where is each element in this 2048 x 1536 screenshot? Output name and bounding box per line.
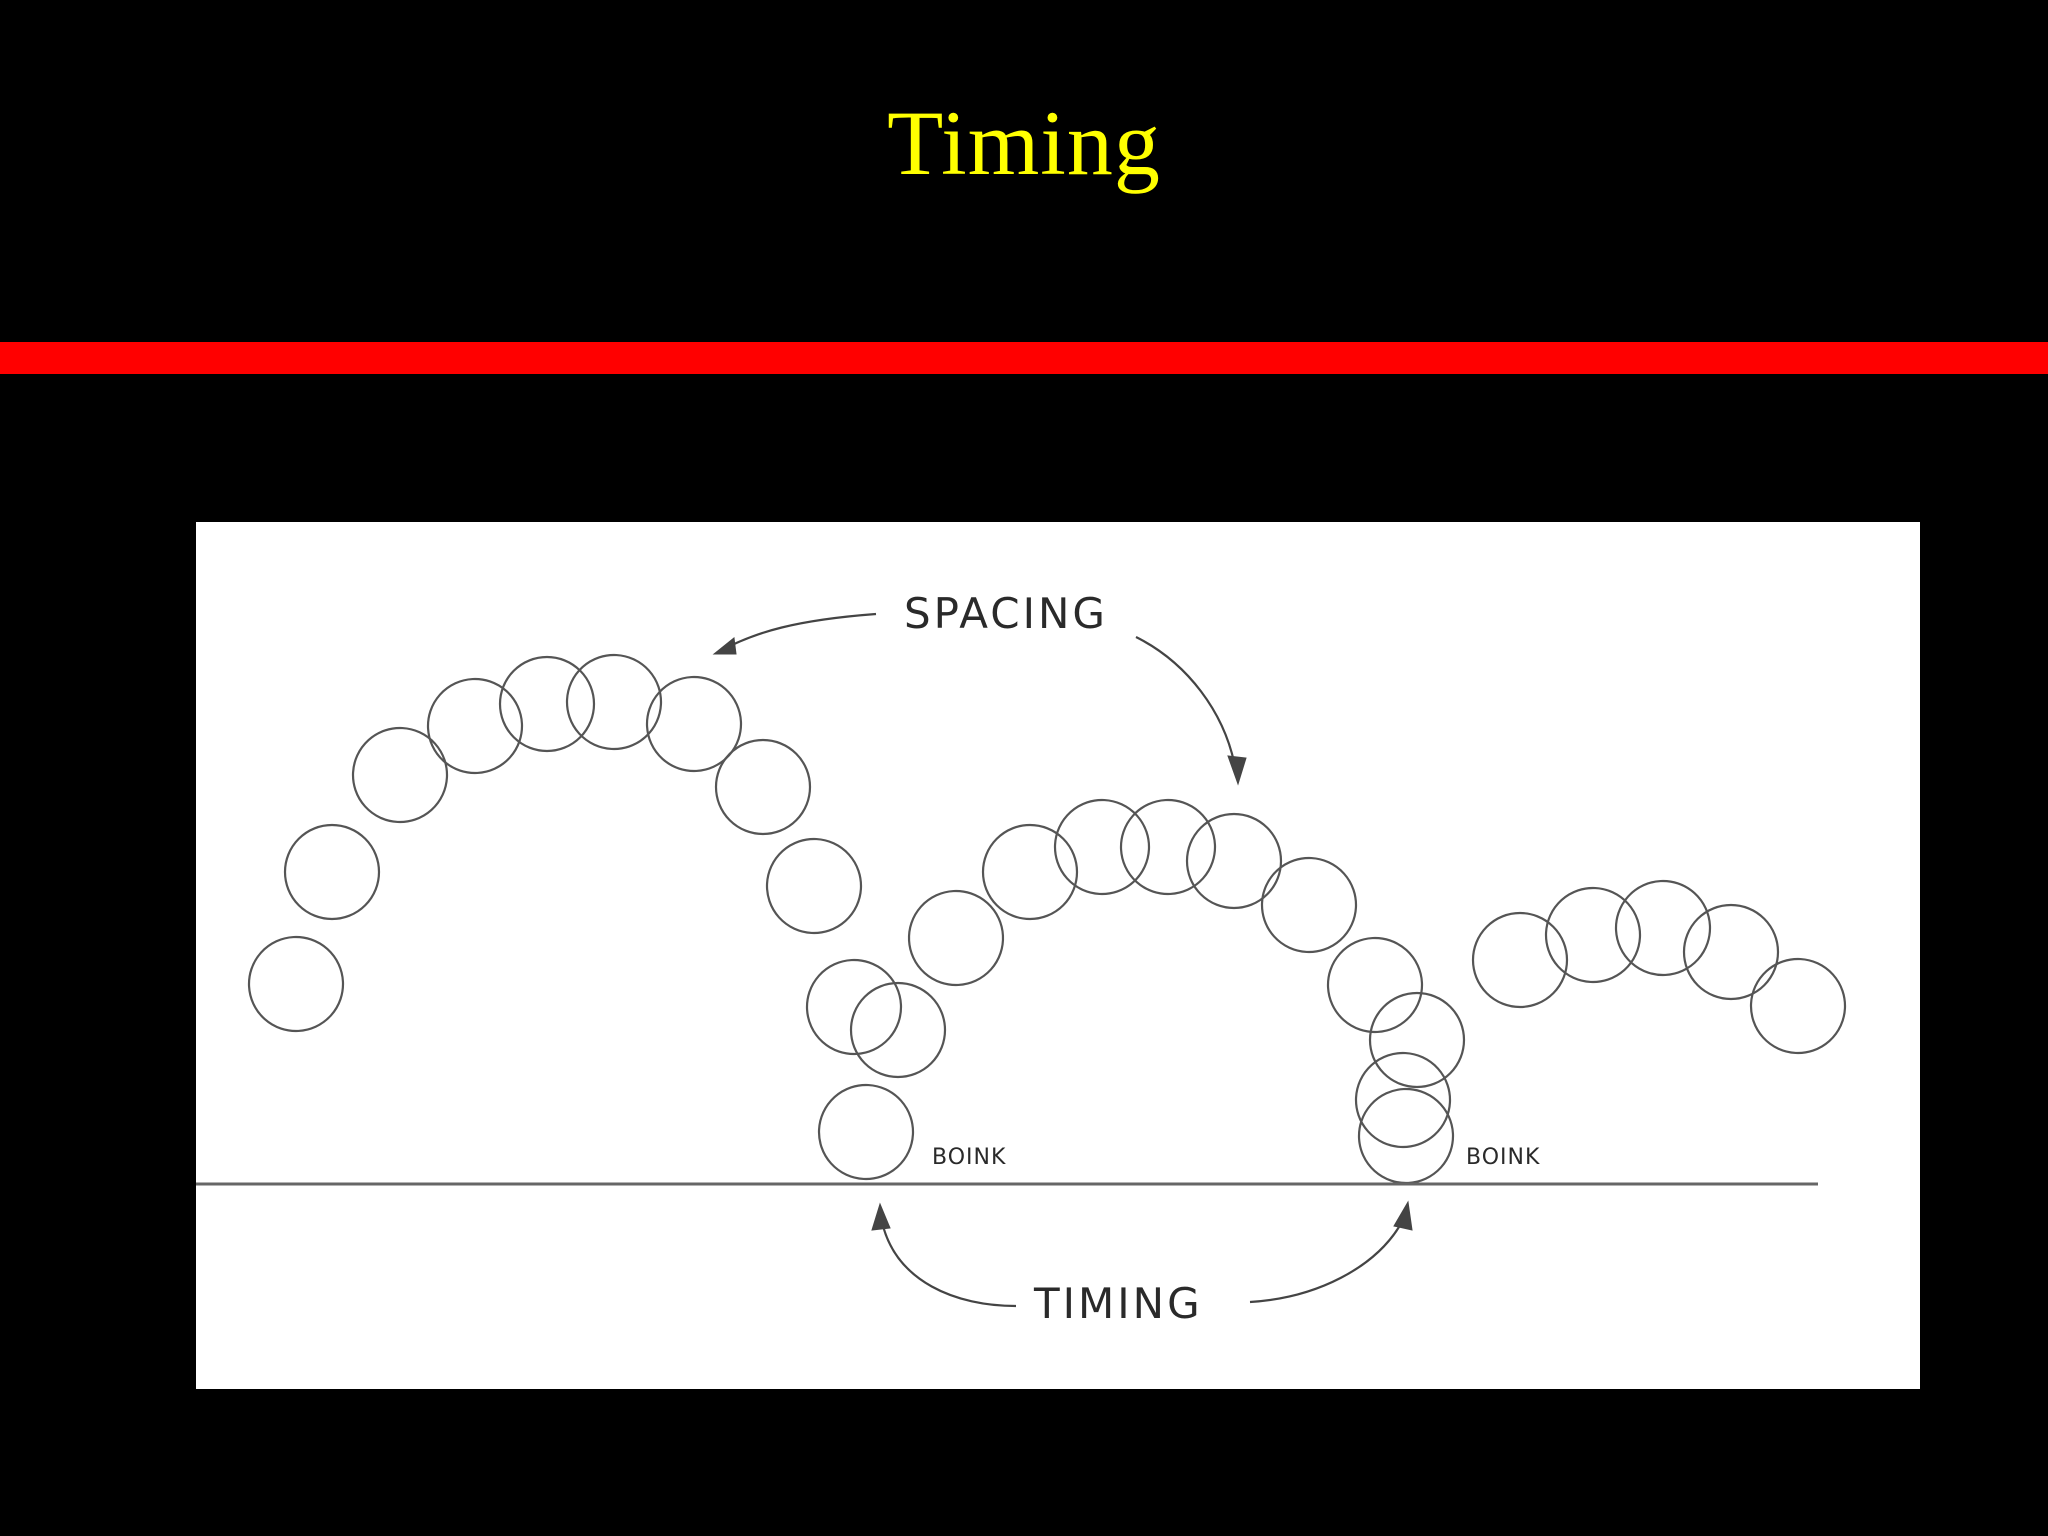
ball-frames [247,653,1847,1185]
ball-frame [1260,856,1358,954]
timing-arrowhead-right [1393,1200,1413,1231]
spacing-arrow-left [721,612,877,651]
ball-frame [283,823,381,921]
spacing-arrow-right [1135,636,1238,773]
ball-frame [1053,798,1151,896]
ball-frame [714,738,812,836]
ball-frame [765,837,863,935]
slide-title: Timing [887,92,1161,194]
ball-frame [1326,936,1424,1034]
timing-arrow-left [880,1221,1017,1308]
ball-frame [1749,957,1847,1055]
spacing-arrowhead-right [1227,755,1247,786]
timing-label: TIMING [1033,1279,1203,1328]
ball-frame [1471,911,1569,1009]
ball-frame [907,889,1005,987]
ball-frame [805,958,903,1056]
timing-arrowhead-left [871,1202,891,1231]
diagram-canvas: SPACING TIMING BOINK BOINK [196,589,1847,1328]
ball-frame [981,823,1079,921]
ball-frame [645,675,743,773]
ball-frame [498,655,596,753]
bouncing-ball-diagram: SPACING TIMING BOINK BOINK [196,522,1920,1389]
timing-arrow-right [1249,1221,1403,1304]
ball-frame [1368,991,1466,1089]
ball-frame [565,653,663,751]
impact-label-1: BOINK [932,1145,1006,1170]
ball-frame [1354,1051,1452,1149]
spacing-arrowhead-left [712,637,737,655]
impact-label-2: BOINK [1466,1145,1540,1170]
ball-frame [1614,879,1712,977]
spacing-label: SPACING [904,589,1108,638]
ball-frame [351,726,449,824]
ball-frame [1682,903,1780,1001]
ball-frame [1185,812,1283,910]
ball-frame [247,935,345,1033]
title-divider [0,342,2048,374]
ball-frame [1544,886,1642,984]
ball-frame [1119,798,1217,896]
ball-frame [817,1083,915,1181]
ball-frame [426,677,524,775]
ball-frame [849,981,947,1079]
